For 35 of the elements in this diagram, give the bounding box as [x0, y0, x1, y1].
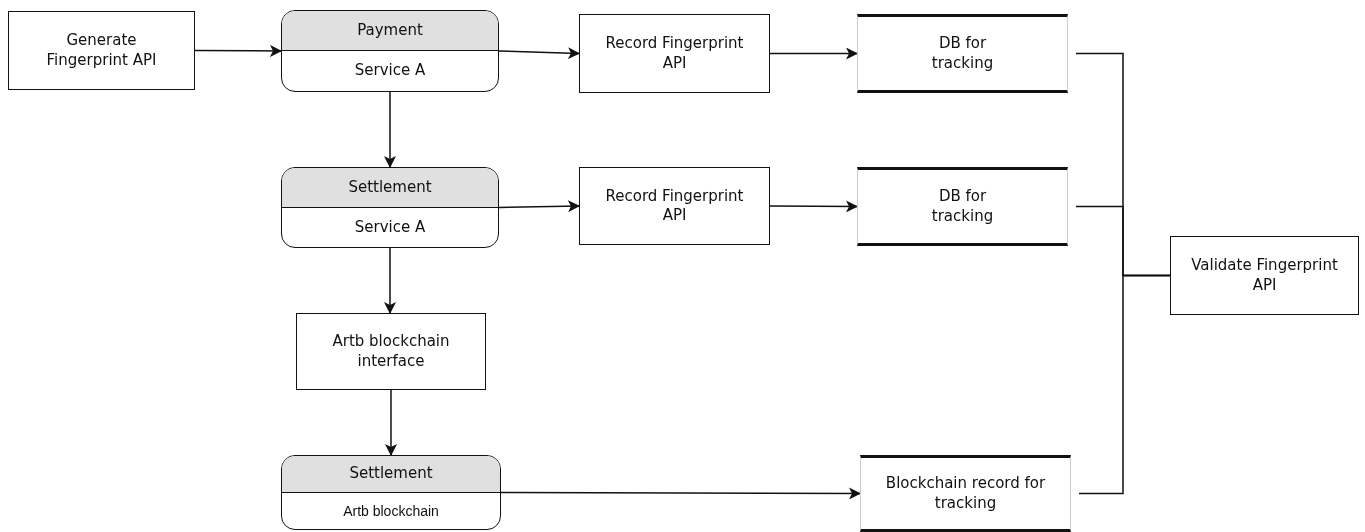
- arrow: [384, 247, 396, 314]
- lane-header: Payment: [282, 11, 498, 51]
- node-label: Record Fingerprint API: [604, 34, 745, 73]
- lane-header: Settlement: [282, 168, 498, 208]
- swimlane-box: [281, 167, 499, 248]
- arrow: [500, 487, 861, 500]
- arrow: [498, 47, 580, 60]
- swimlane-box: [281, 10, 499, 92]
- process-box: [296, 313, 486, 390]
- process-box: [8, 11, 195, 90]
- node-label: Generate Fingerprint API: [45, 31, 158, 70]
- swimlane-box: [281, 455, 501, 530]
- node-label: DB for tracking: [930, 34, 995, 73]
- lane-header: Settlement: [282, 456, 500, 493]
- process-box: [1170, 236, 1359, 315]
- arrow: [194, 44, 282, 57]
- arrow: [769, 47, 858, 60]
- node-label: DB for tracking: [930, 187, 995, 226]
- lane-label: Service A: [354, 216, 426, 238]
- arrow: [385, 389, 397, 456]
- node-label: Artb blockchain interface: [331, 332, 451, 371]
- connector-line: [1078, 274, 1171, 495]
- datastore-box: [857, 14, 1068, 93]
- process-box: [579, 167, 770, 245]
- lane-label: Artb blockchain: [343, 501, 439, 521]
- node-label: Blockchain record for tracking: [884, 474, 1047, 513]
- lane-label: Service A: [354, 60, 426, 82]
- datastore-box: [857, 167, 1068, 246]
- process-box: [579, 14, 770, 93]
- arrow: [384, 91, 396, 168]
- arrow: [498, 200, 580, 213]
- arrow: [769, 200, 858, 213]
- node-label: Validate Fingerprint API: [1190, 256, 1339, 295]
- datastore-box: [860, 455, 1071, 532]
- node-label: Record Fingerprint API: [604, 186, 745, 226]
